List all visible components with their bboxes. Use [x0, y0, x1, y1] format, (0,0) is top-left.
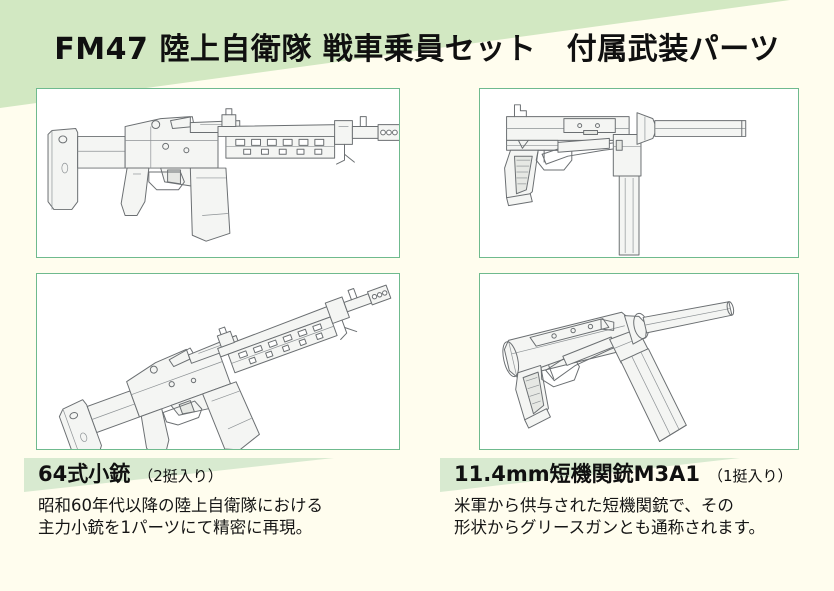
- caption-type64-title: 64式小銃: [38, 462, 131, 486]
- image-panel-m3a1-side: [479, 88, 799, 258]
- caption-m3a1-body-line-1: 米軍から供与された短機関銃で、その: [454, 496, 734, 515]
- caption-type64-heading: 64式小銃 （2挺入り）: [24, 458, 424, 492]
- caption-m3a1-body: 米軍から供与された短機関銃で、その 形状からグリースガンとも通称されます。: [440, 495, 830, 539]
- m3a1-smg-angled-illustration: [502, 301, 735, 442]
- caption-type64-body: 昭和60年代以降の陸上自衛隊における 主力小銃を1パーツにて精密に再現。: [24, 495, 424, 539]
- caption-type64: 64式小銃 （2挺入り） 昭和60年代以降の陸上自衛隊における 主力小銃を1パー…: [24, 458, 424, 539]
- caption-m3a1-body-line-2: 形状からグリースガンとも通称されます。: [454, 517, 766, 537]
- caption-m3a1-heading-row: 11.4mm短機関銃M3A1 （1挺入り）: [440, 458, 830, 492]
- caption-type64-body-line-2: 主力小銃を1パーツにて精密に再現。: [38, 517, 313, 537]
- caption-type64-body-line-1: 昭和60年代以降の陸上自衛隊における: [38, 496, 323, 515]
- m3a1-smg-side-illustration: [504, 104, 747, 256]
- image-panel-type64-side: [36, 88, 400, 258]
- image-panel-type64-angled: [36, 273, 400, 450]
- caption-m3a1-title: 11.4mm短機関銃M3A1: [454, 462, 700, 486]
- page-title-text: FM47 陸上自衛隊 戦車乗員セット 付属武装パーツ: [54, 32, 780, 67]
- type64-rifle-side-illustration: [47, 108, 399, 242]
- caption-type64-quantity: （2挺入り）: [138, 467, 223, 485]
- caption-m3a1-quantity: （1挺入り）: [707, 467, 793, 485]
- image-panel-m3a1-angled: [479, 273, 799, 450]
- page-title: FM47 陸上自衛隊 戦車乗員セット 付属武装パーツ: [0, 24, 834, 68]
- caption-m3a1: 11.4mm短機関銃M3A1 （1挺入り） 米軍から供与された短機関銃で、その …: [440, 458, 830, 539]
- caption-type64-heading-row: 64式小銃 （2挺入り）: [24, 458, 424, 492]
- type64-rifle-angled-illustration: [58, 284, 392, 449]
- caption-m3a1-heading: 11.4mm短機関銃M3A1 （1挺入り）: [440, 458, 830, 492]
